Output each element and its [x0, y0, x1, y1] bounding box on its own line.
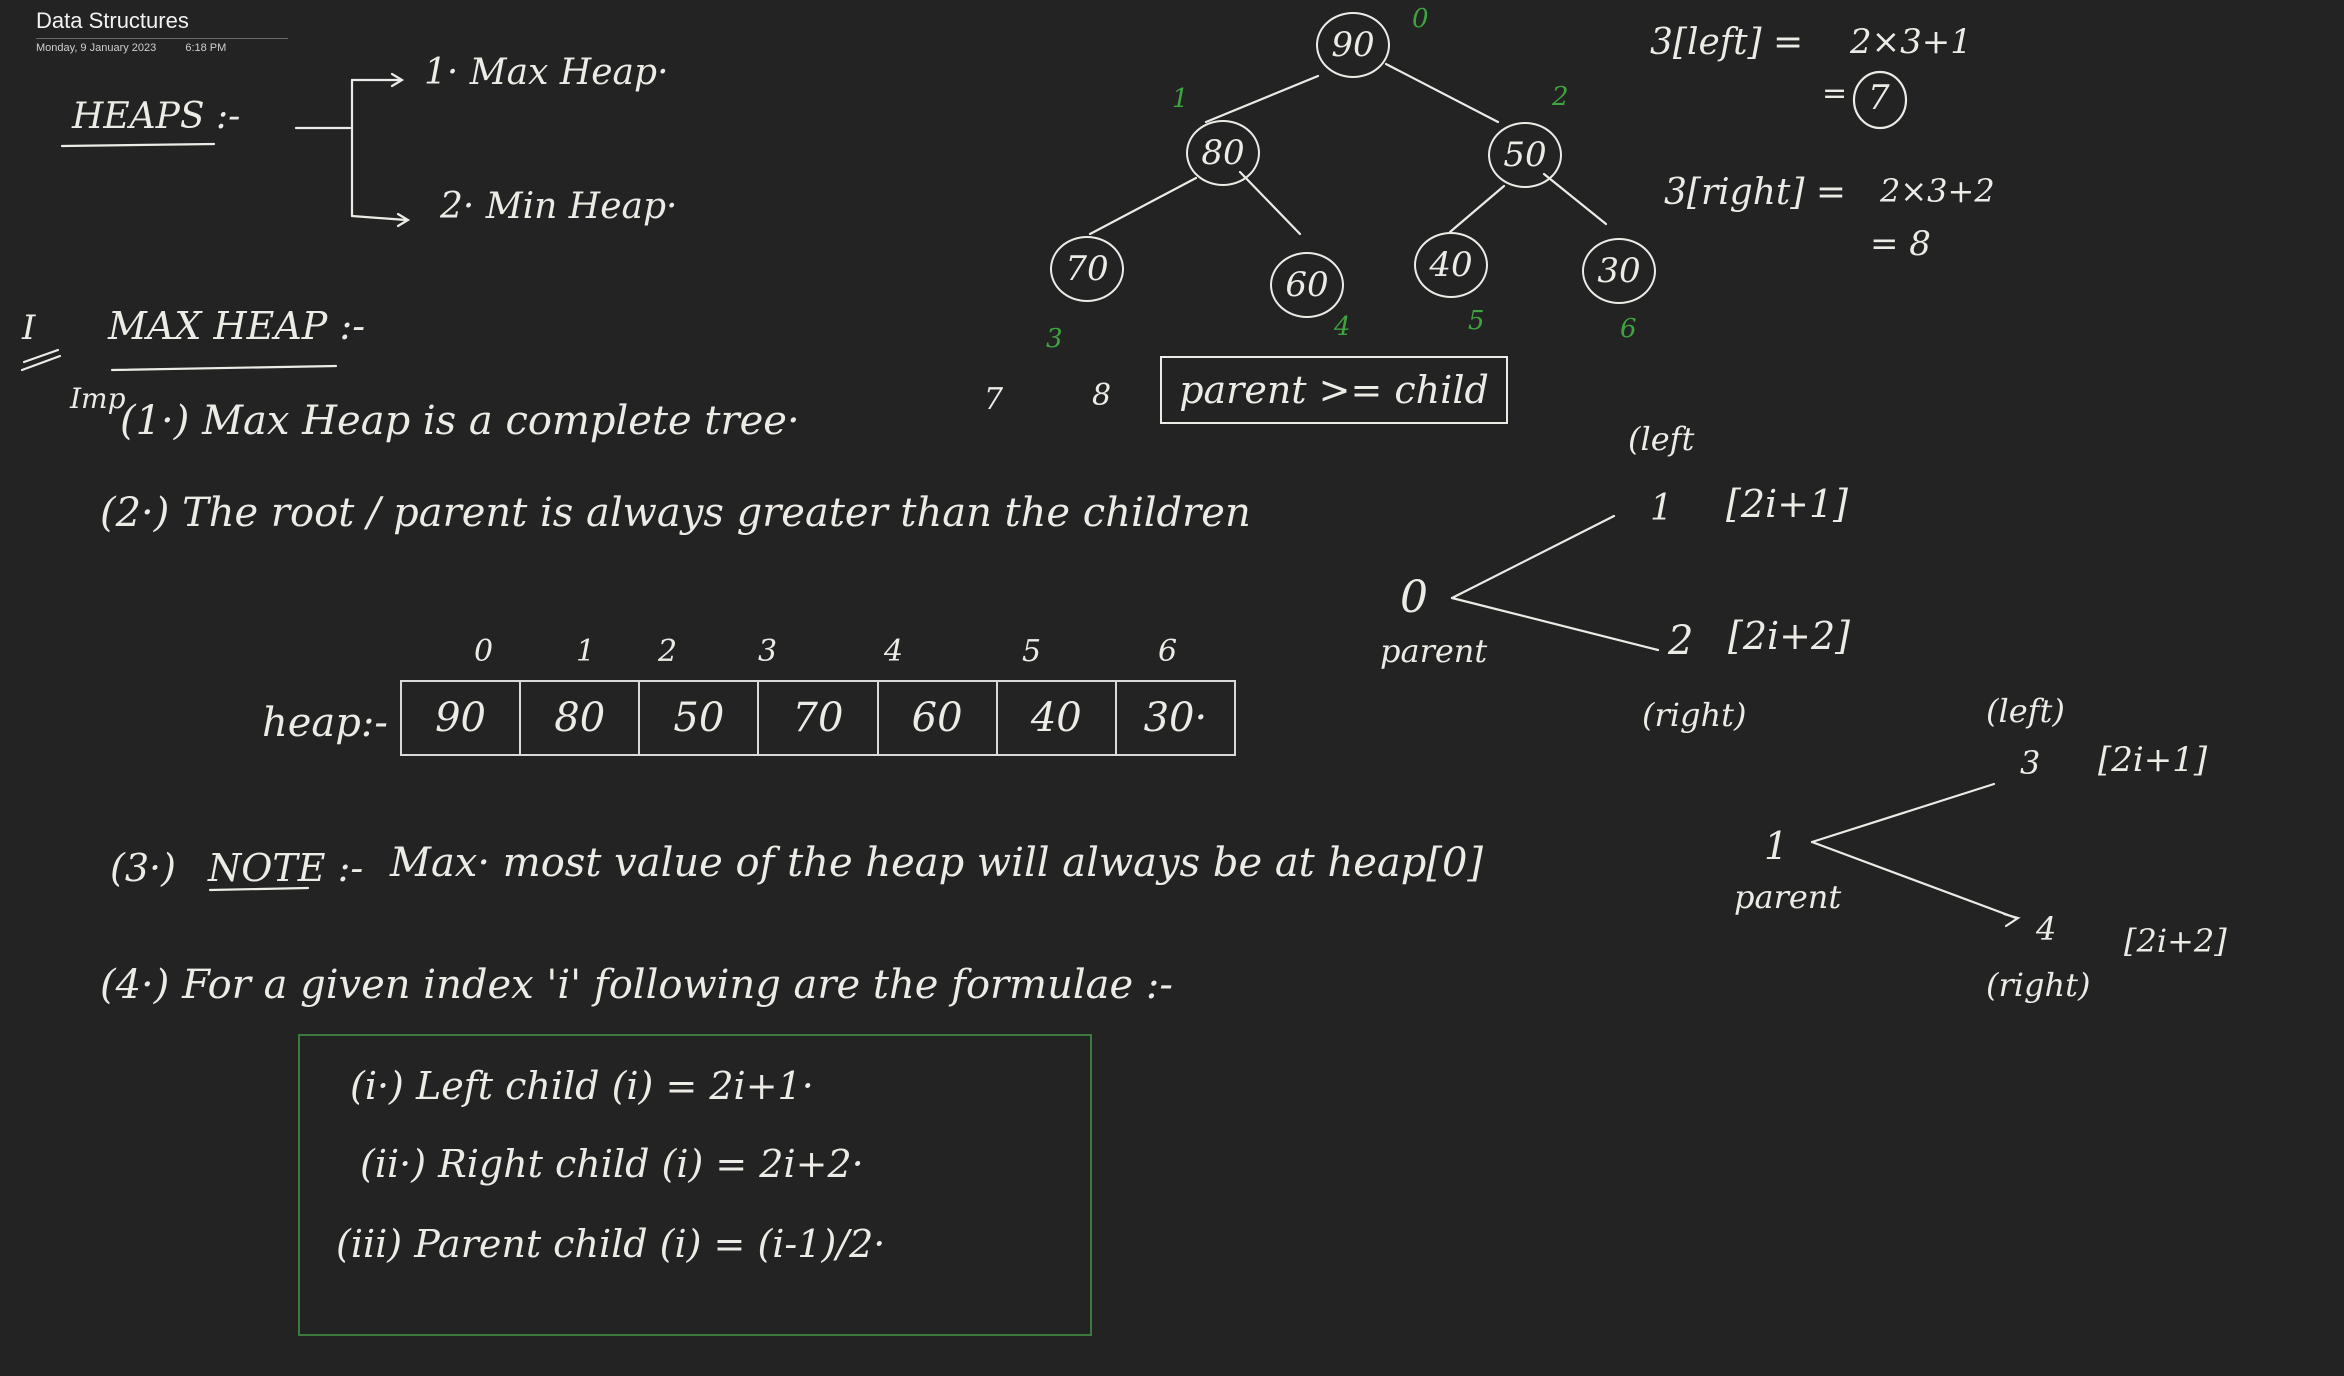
tree-node-index: 6 [1620, 314, 1637, 344]
array-cell: 30· [1143, 695, 1208, 741]
array-index-4: 4 [884, 634, 904, 669]
diag2-right-label: (right) [1986, 966, 2091, 1004]
array-index-0: 0 [474, 634, 494, 669]
tree-node-index: 2 [1552, 82, 1569, 112]
tree-node: 70 [1050, 236, 1124, 302]
calc-right-rhs: 2×3+2 [1880, 172, 1995, 210]
heap-array: 90 80 50 70 60 40 30· [400, 680, 1236, 756]
diag2-right-formula: [2i+2] [2124, 922, 2227, 960]
diag2-left-formula: [2i+1] [2098, 740, 2208, 780]
tree-node-index: 4 [1334, 312, 1351, 342]
heaps-label: HEAPS :- [72, 96, 241, 137]
tree-node: 60 [1270, 252, 1344, 318]
diag1-parent-label: parent [1380, 632, 1488, 670]
array-index-2: 2 [658, 634, 678, 669]
calc-left-eq: = [1822, 76, 1848, 111]
tree-node-index: 0 [1412, 4, 1429, 34]
diag1-right-label: (right) [1642, 696, 1747, 734]
formula-parent: (iii) Parent child (i) = (i-1)/2· [336, 1222, 886, 1266]
array-cell: 90 [402, 682, 522, 754]
formula-right-child: (ii·) Right child (i) = 2i+2· [360, 1142, 864, 1186]
point-2: (2·) The root / parent is always greater… [100, 490, 1251, 536]
diag1-left-formula: [2i+1] [1726, 482, 1848, 526]
point-3-text: Max· most value of the heap will always … [390, 840, 1484, 886]
calc-left-lhs: 3[left] = [1650, 22, 1804, 63]
diag1-right-index: 2 [1668, 618, 1694, 664]
array-cell: 40 [998, 682, 1117, 754]
array-index-1: 1 [576, 634, 596, 669]
tree-node: 30 [1582, 238, 1656, 304]
section-title: MAX HEAP :- [108, 304, 366, 348]
page-meta: Monday, 9 January 2023 6:18 PM [36, 42, 252, 54]
calc-left-result: 7 [1868, 78, 1890, 118]
heap-type-max: 1· Max Heap· [424, 52, 669, 93]
diag2-parent-value: 1 [1764, 824, 1789, 868]
diag2-parent-label: parent [1734, 878, 1842, 916]
page-title: Data Structures [36, 8, 189, 33]
tree-node: 50 [1488, 122, 1562, 188]
diag1-right-formula: [2i+2] [1728, 614, 1850, 658]
tree-node: 40 [1414, 232, 1488, 298]
tree-node-index: 3 [1046, 324, 1063, 354]
diag2-left-index: 3 [2020, 744, 2041, 782]
page-time: 6:18 PM [185, 42, 227, 54]
calc-right-lhs: 3[right] = [1664, 172, 1847, 213]
formula-box [298, 1034, 1092, 1336]
imp-mark: Imp [70, 382, 126, 415]
point-3-prefix: (3·) [110, 846, 176, 890]
heap-type-min: 2· Min Heap· [440, 186, 678, 227]
page-date: Monday, 9 January 2023 [36, 42, 157, 54]
point-4: (4·) For a given index 'i' following are… [100, 962, 1173, 1008]
array-cell: 60 [879, 682, 998, 754]
condition-box: parent >= child [1160, 356, 1508, 424]
page-header: Data Structures [36, 8, 288, 39]
diag1-parent-value: 0 [1400, 572, 1428, 623]
heap-array-label: heap:- [262, 700, 388, 746]
array-cell: 80 [521, 682, 641, 754]
tree-node-index: 5 [1468, 306, 1485, 336]
array-cell: 70 [759, 682, 879, 754]
tree-node: 90 [1316, 12, 1390, 78]
diag1-left-label: (left [1628, 420, 1695, 458]
formula-left-child: (i·) Left child (i) = 2i+1· [350, 1064, 814, 1108]
calc-left-rhs: 2×3+1 [1850, 22, 1972, 62]
section-roman: I [22, 308, 36, 348]
calc-right-result: = 8 [1870, 224, 1931, 264]
diag2-left-label: (left) [1986, 692, 2065, 730]
array-index-3: 3 [758, 634, 778, 669]
array-cell: 50 [640, 682, 760, 754]
array-index-5: 5 [1022, 634, 1042, 669]
diag1-left-index: 1 [1650, 488, 1673, 529]
diag2-right-index: 4 [2036, 910, 2057, 948]
point-3-note: NOTE :- [208, 846, 364, 890]
array-index-6: 6 [1158, 634, 1178, 669]
extra-index-8: 8 [1092, 378, 1112, 413]
extra-index-7: 7 [984, 382, 1004, 417]
tree-node: 80 [1186, 120, 1260, 186]
point-1: (1·) Max Heap is a complete tree· [120, 398, 800, 444]
tree-node-index: 1 [1172, 84, 1189, 114]
